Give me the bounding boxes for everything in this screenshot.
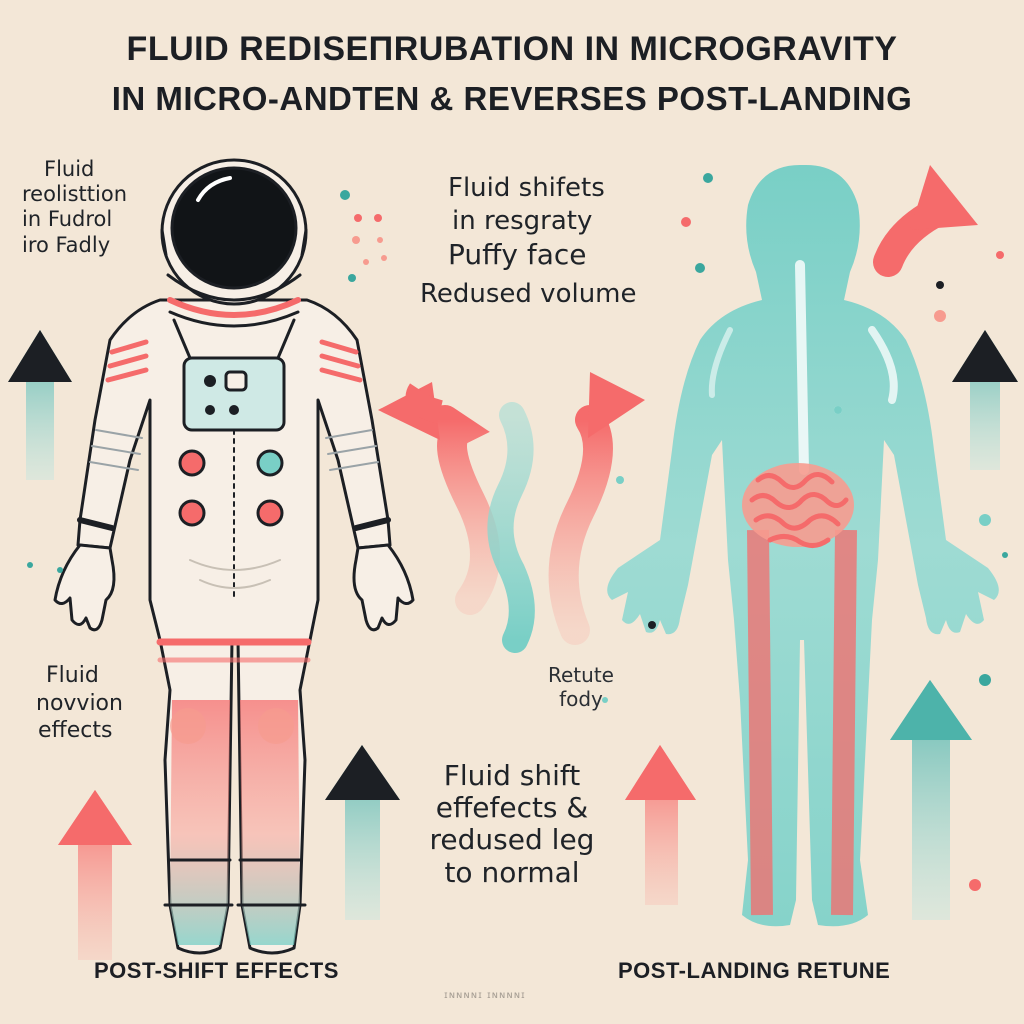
label-right-mid: Retute fody: [548, 663, 614, 711]
up-arrow-icon: [8, 330, 72, 480]
page-title-line-2: IN MICRO-ANDTEN & REVERSES POST-LANDING: [111, 80, 913, 117]
particle-dots-right: [602, 173, 1008, 891]
human-body-figure: [607, 165, 999, 927]
up-arrow-icon: [58, 790, 132, 960]
label-left-mid: Fluid novvion effects: [36, 663, 123, 743]
fluid-column-teal: [487, 402, 535, 653]
label-center-bottom: Fluid shift effefects & redused leg to n…: [429, 759, 595, 889]
curved-arrow-icon: [548, 372, 645, 645]
astronaut-figure: [53, 158, 415, 955]
particle-dots-left: [27, 190, 387, 573]
up-arrow-icon: [625, 745, 696, 905]
curved-arrow-icon: [873, 165, 978, 277]
up-arrow-icon: [325, 745, 400, 920]
label-left-top: Fluid reolisttion in Fudrol iro Fadly: [22, 157, 128, 257]
up-arrow-icon: [952, 330, 1018, 470]
footer-left-caption: POST-SHIFT EFFECTS: [94, 958, 339, 983]
page-title-line-1: FLUID REDISEΠRUBATION IN MICROGRAVITY: [126, 30, 898, 68]
label-center-top: Fluid shifets in resgraty Puffy face Red…: [420, 173, 637, 309]
footer-right-caption: POST-LANDING RETUNE: [618, 958, 891, 983]
up-arrow-icon: [890, 680, 972, 920]
curved-arrow-icon: [378, 382, 500, 615]
intestine-icon: [742, 463, 854, 548]
footer-watermark: ɪɴɴɴɴɪ ɪɴɴɴɴɪ: [444, 990, 526, 1001]
